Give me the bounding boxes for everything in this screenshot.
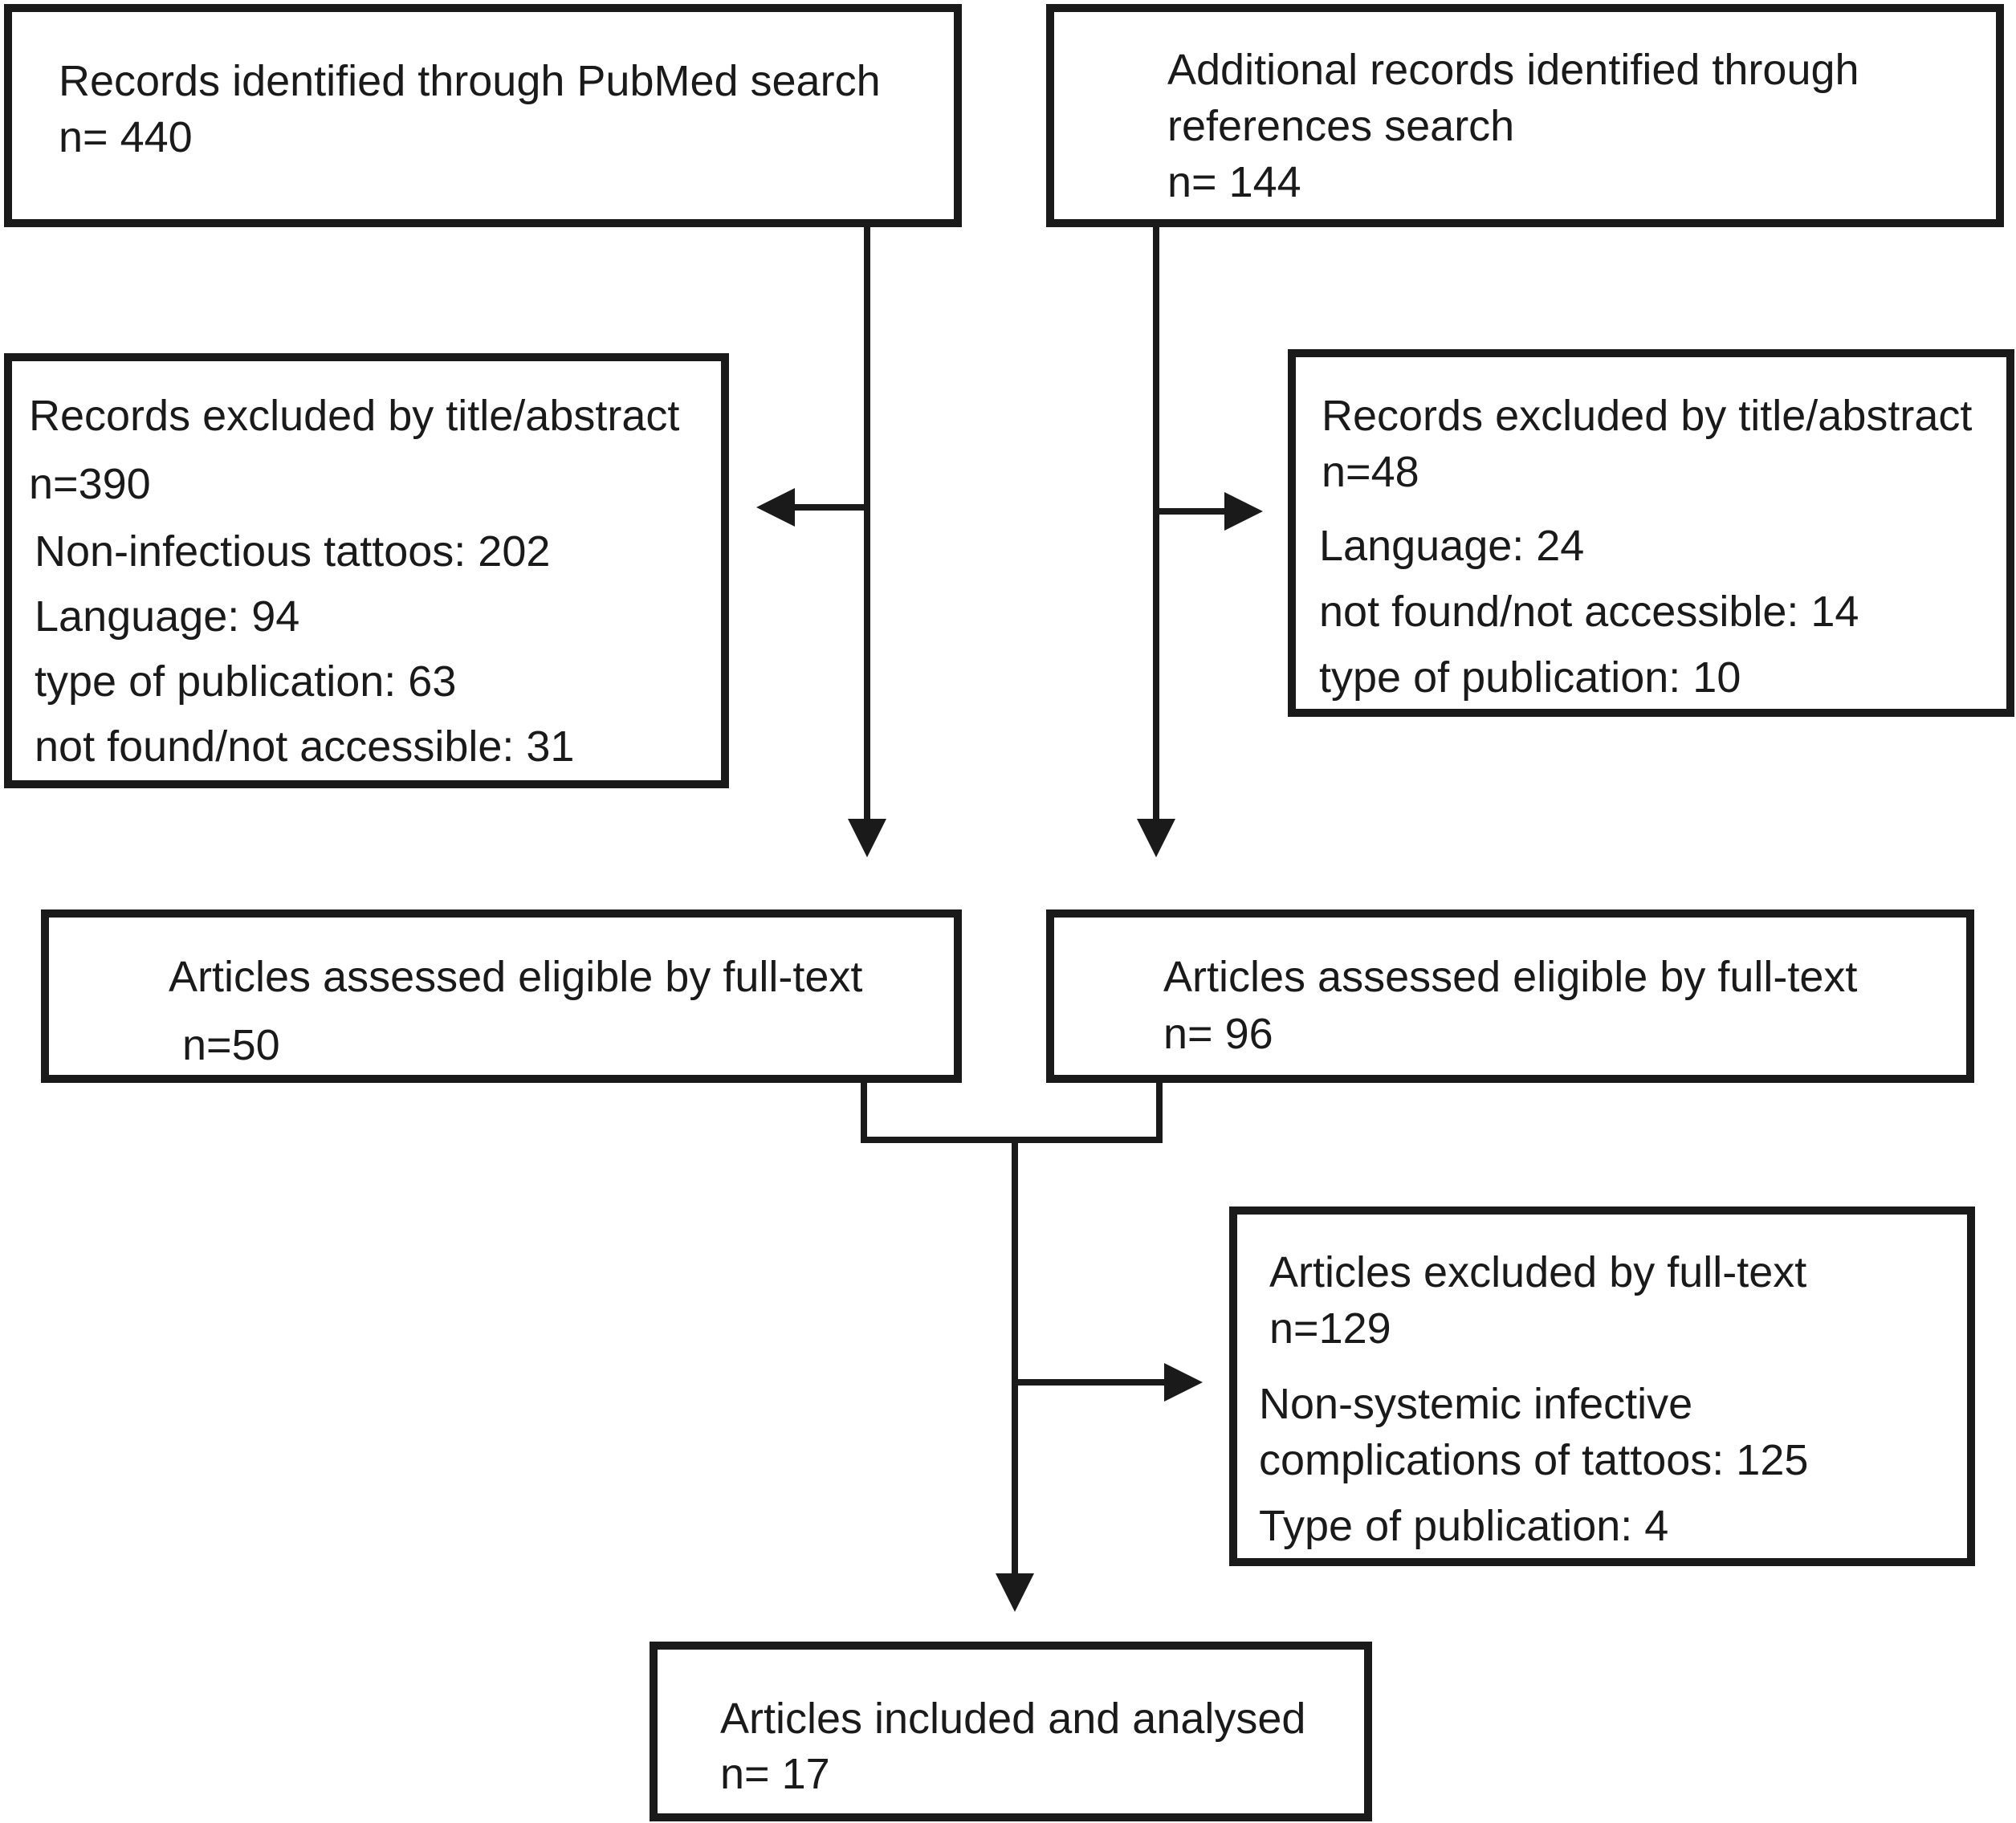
excluded-fulltext-reason: Non-systemic infective <box>1259 1380 1693 1428</box>
pubmed-records-count: n= 440 <box>59 113 193 161</box>
excluded-fulltext-title: Articles excluded by full-text <box>1269 1248 1807 1296</box>
excluded-fulltext-count: n=129 <box>1269 1304 1391 1353</box>
excluded-fulltext-reason: Type of publication: 4 <box>1259 1502 1669 1550</box>
fulltext-left-title: Articles assessed eligible by full-text <box>169 953 863 1001</box>
included-analysed-box: Articles included and analysed n= 17 <box>650 1642 1372 1821</box>
pubmed-records-title: Records identified through PubMed search <box>59 57 881 105</box>
excluded-left-reason: not found/not accessible: 31 <box>35 722 575 771</box>
fulltext-assessed-left-box: Articles assessed eligible by full-text … <box>41 909 962 1083</box>
fulltext-assessed-right-box: Articles assessed eligible by full-text … <box>1046 909 1974 1083</box>
merge-bracket <box>861 1081 1163 1143</box>
excluded-right-reason: Language: 24 <box>1319 522 1585 570</box>
references-records-count: n= 144 <box>1167 158 1301 206</box>
excluded-left-count: n=390 <box>29 460 151 508</box>
excluded-fulltext-box: Articles excluded by full-text n=129 Non… <box>1229 1207 1975 1566</box>
fulltext-right-title: Articles assessed eligible by full-text <box>1163 953 1858 1001</box>
excluded-right-reason: type of publication: 10 <box>1319 653 1741 702</box>
excluded-left-reason: Non-infectious tattoos: 202 <box>35 527 551 576</box>
excluded-fulltext-reason: complications of tattoos: 125 <box>1259 1436 1809 1484</box>
fulltext-left-count: n=50 <box>182 1021 280 1069</box>
references-records-title-line1: Additional records identified through <box>1167 46 1859 94</box>
references-records-box: Additional records identified through re… <box>1046 4 2004 227</box>
fulltext-right-count: n= 96 <box>1163 1010 1273 1058</box>
excluded-right-title: Records excluded by title/abstract <box>1322 392 1973 440</box>
excluded-left-reason: Language: 94 <box>35 592 300 641</box>
included-title: Articles included and analysed <box>720 1695 1306 1743</box>
excluded-left-title: Records excluded by title/abstract <box>29 392 680 440</box>
pubmed-records-box: Records identified through PubMed search… <box>4 4 962 227</box>
excluded-title-abstract-right-box: Records excluded by title/abstract n=48 … <box>1288 349 2014 717</box>
excluded-right-reason: not found/not accessible: 14 <box>1319 588 1859 636</box>
included-count: n= 17 <box>720 1750 830 1798</box>
excluded-title-abstract-left-box: Records excluded by title/abstract n=390… <box>4 353 729 788</box>
excluded-right-count: n=48 <box>1322 448 1419 496</box>
excluded-left-reason: type of publication: 63 <box>35 657 457 706</box>
references-records-title-line2: references search <box>1167 102 1515 150</box>
